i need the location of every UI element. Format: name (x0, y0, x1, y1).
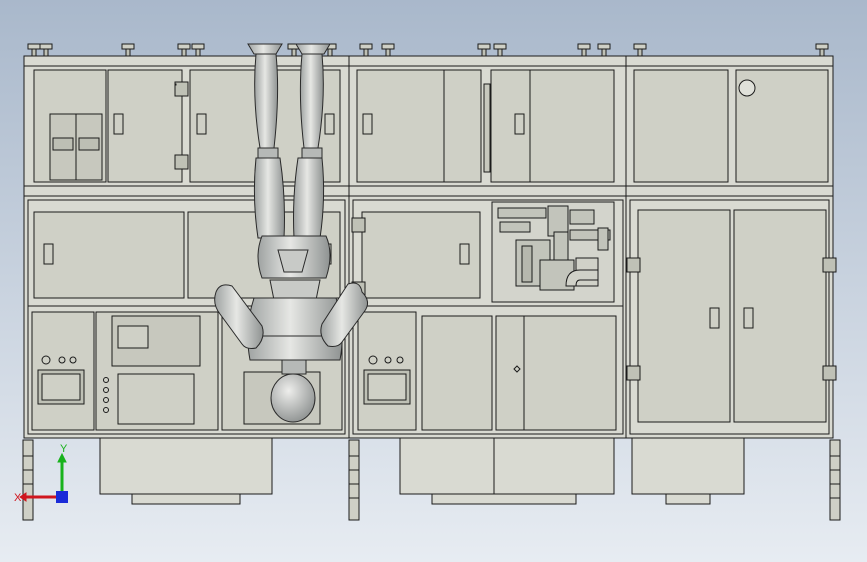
hinge (822, 257, 837, 273)
hinge (351, 217, 366, 233)
leveling-feet (22, 439, 841, 521)
emergency-stop-button (368, 355, 378, 365)
door-latch (513, 365, 521, 373)
mannequin-left-foot (247, 43, 283, 55)
mannequin-head (270, 373, 316, 423)
linear-actuator-assembly (497, 205, 611, 291)
base-skids (99, 437, 745, 505)
hinge (626, 365, 641, 381)
porthole (738, 79, 756, 97)
door-handle (196, 113, 207, 135)
upper-door-2a (356, 69, 482, 183)
mannequin-right-foot (295, 43, 331, 55)
door-handle (362, 113, 373, 135)
start-button (384, 356, 392, 364)
skid-right (631, 437, 745, 495)
door-handle (743, 307, 754, 329)
door-handle (459, 243, 470, 265)
door-handle (324, 113, 335, 135)
upper-door-2b (490, 69, 615, 183)
door-handle (43, 243, 54, 265)
lower-door-2c (495, 315, 617, 431)
mid-panel-1a (33, 211, 185, 299)
leveling-foot (829, 439, 841, 521)
lower-door-2b (421, 315, 493, 431)
stop-button (69, 356, 77, 364)
mannequin-right-thigh (293, 157, 325, 239)
hinge (483, 83, 491, 173)
hinge (174, 154, 189, 170)
hinge (626, 257, 641, 273)
hinge (174, 81, 189, 97)
upper-door-3a (633, 69, 729, 183)
y-axis-label: Y (60, 443, 68, 455)
gauge-window (117, 373, 195, 425)
door-handle (709, 307, 720, 329)
hinge (822, 365, 837, 381)
mannequin-left-arm (214, 284, 264, 349)
leveling-foot (22, 439, 34, 521)
stop-button (396, 356, 404, 364)
z-axis-origin (56, 491, 68, 503)
mannequin-left-thigh (253, 157, 285, 239)
x-axis-label: X (14, 492, 22, 504)
hinge (174, 83, 177, 86)
emergency-stop-button (41, 355, 51, 365)
door-handle (514, 113, 525, 135)
door-handle (113, 113, 124, 135)
mannequin-right-shin (299, 53, 324, 149)
coordinate-triad: X Y (14, 443, 68, 504)
mannequin-left-shin (254, 53, 279, 149)
upper-cabinet-tier (23, 55, 834, 197)
skid-left (99, 437, 273, 495)
skid-middle (399, 437, 615, 495)
lower-cabinet-tier (23, 83, 837, 439)
inverted-mannequin (214, 43, 368, 423)
start-button (58, 356, 66, 364)
leveling-foot (348, 439, 360, 521)
mannequin-right-arm (320, 282, 368, 347)
